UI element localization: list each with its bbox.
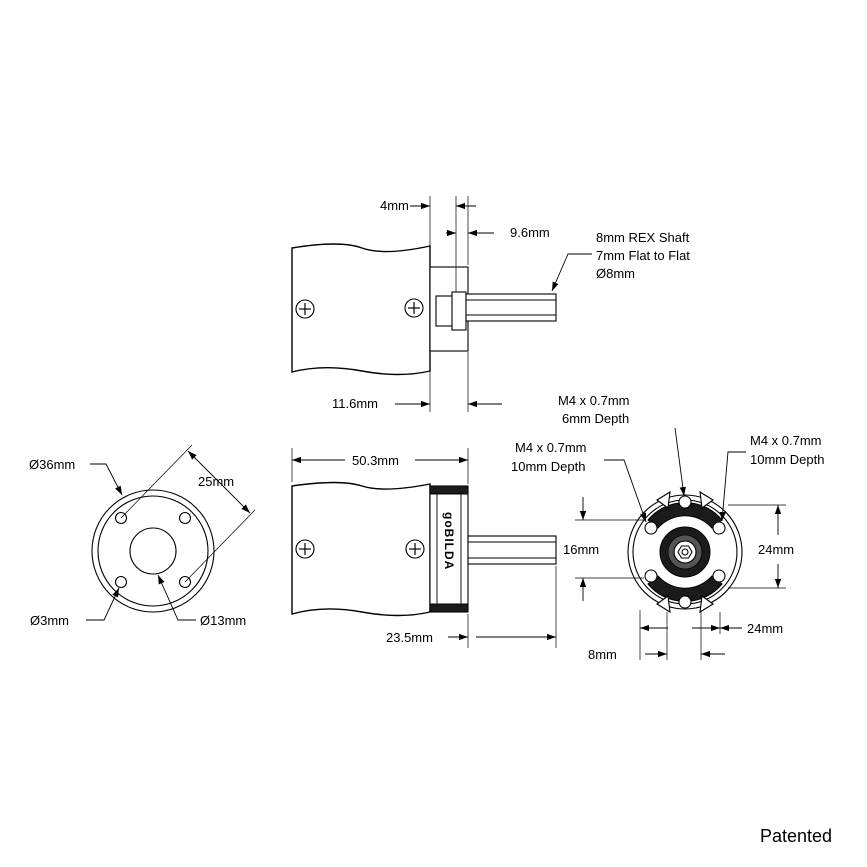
top-view-hub <box>451 291 467 331</box>
dim-hole-diameter: Ø3mm <box>30 613 69 628</box>
dim-vertical-spacing-right: 24mm <box>758 542 794 557</box>
side-view-gearbox <box>429 485 469 613</box>
left-tap-label-2: 10mm Depth <box>511 459 585 474</box>
dim-outer-diameter: Ø36mm <box>29 457 75 472</box>
tapped-hole <box>678 495 692 509</box>
face-view: M4 x 0.7mm 6mm Depth M4 x 0.7mm 10mm Dep… <box>511 393 824 662</box>
left-tap-label-1: M4 x 0.7mm <box>515 440 587 455</box>
tapped-hole <box>678 595 692 609</box>
top-tap-label-1: M4 x 0.7mm <box>558 393 630 408</box>
end-view-mount-hole <box>114 575 128 589</box>
screw-head-icon <box>404 298 424 318</box>
side-view-shaft <box>467 535 557 565</box>
dim-bolt-circle: 25mm <box>198 474 234 489</box>
dim-shaft-length: 9.6mm <box>510 225 550 240</box>
dim-collar-width: 4mm <box>380 198 409 213</box>
dim-vertical-spacing-left: 16mm <box>563 542 599 557</box>
dim-body-length: 50.3mm <box>352 453 399 468</box>
dim-horizontal-spacing: 24mm <box>747 621 783 636</box>
gobilda-logo: goBILDA <box>442 512 456 570</box>
top-view: 4mm 9.6mm 11.6mm 8mm REX Shaft 7mm Flat … <box>291 196 690 412</box>
tapped-hole <box>644 569 658 583</box>
dim-shaft-extension: 23.5mm <box>386 630 433 645</box>
shaft-callout-line-2: 7mm Flat to Flat <box>596 248 690 263</box>
shaft-callout-line-3: Ø8mm <box>596 266 635 281</box>
screw-head-icon <box>405 539 425 559</box>
side-view: goBILDA 50.3mm 23.5mm <box>291 448 557 648</box>
screw-head-icon <box>295 539 315 559</box>
tapped-hole <box>712 521 726 535</box>
right-tap-label-1: M4 x 0.7mm <box>750 433 822 448</box>
tapped-hole <box>712 569 726 583</box>
top-view-shaft <box>465 293 557 322</box>
screw-head-icon <box>295 299 315 319</box>
right-tap-label-2: 10mm Depth <box>750 452 824 467</box>
end-view-mount-hole <box>178 511 192 525</box>
top-tap-label-2: 6mm Depth <box>562 411 629 426</box>
end-view-pilot <box>129 527 177 575</box>
dim-pilot-diameter: Ø13mm <box>200 613 246 628</box>
patent-note: Patented <box>760 826 832 846</box>
shaft-callout-line-1: 8mm REX Shaft <box>596 230 690 245</box>
tapped-hole <box>644 521 658 535</box>
dim-bottom-offset: 8mm <box>588 647 617 662</box>
end-view: Ø36mm 25mm Ø3mm Ø13mm <box>29 444 256 628</box>
dim-hub-length: 11.6mm <box>332 396 378 411</box>
